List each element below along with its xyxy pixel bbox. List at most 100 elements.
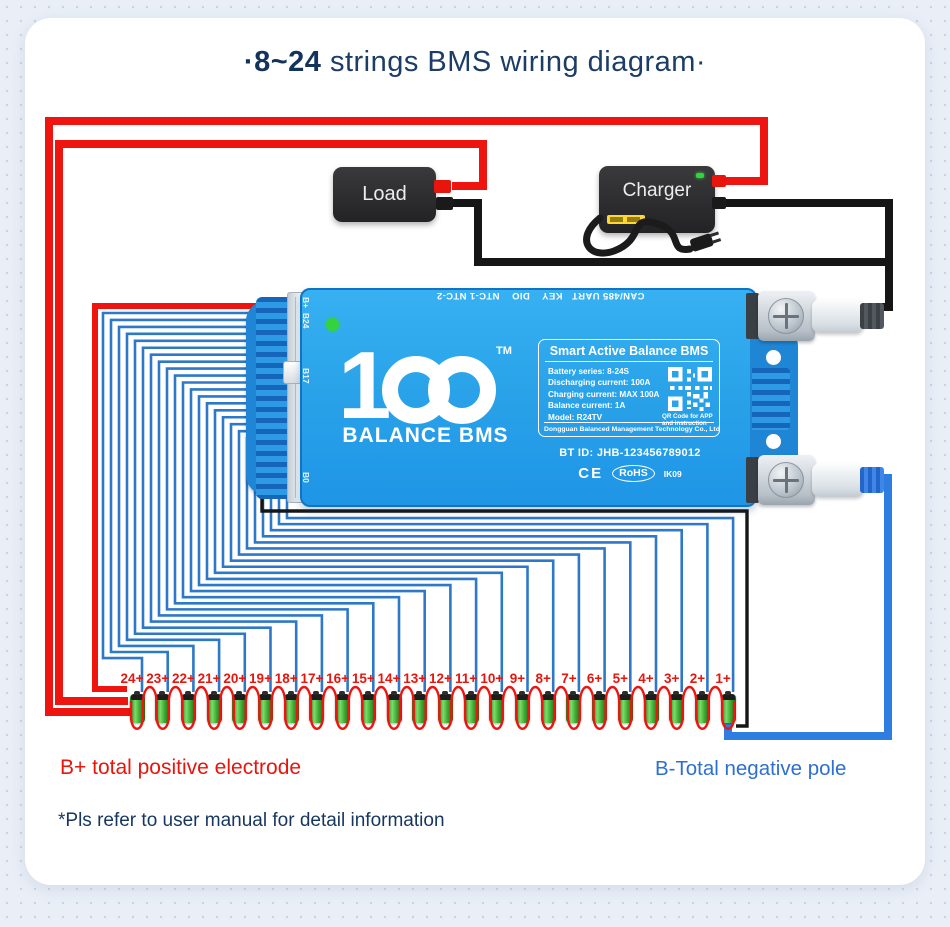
- pin-label-b24: B+ B24: [301, 297, 311, 329]
- spec-line: Balance current: 1A: [548, 401, 626, 411]
- qr-code-icon: [668, 367, 712, 411]
- manual-note: *Pls refer to user manual for detail inf…: [58, 810, 445, 831]
- cell-label: 24+: [120, 671, 144, 686]
- pminus-clamp: [746, 293, 759, 339]
- title-strings-range: ·8~24: [243, 46, 322, 78]
- battery-cell: [232, 691, 248, 723]
- pin-label-b0: B0: [301, 472, 311, 483]
- battery-cell: [515, 691, 530, 723]
- cell-label: 3+: [663, 671, 680, 686]
- spec-line: Discharging current: 100A: [548, 378, 651, 388]
- battery-cell: [360, 691, 376, 723]
- battery-cell: [386, 691, 402, 723]
- cell-label: 21+: [197, 671, 221, 686]
- cell-label: 1+: [715, 671, 731, 686]
- charger-negative-terminal: [712, 197, 726, 209]
- battery-cell: [180, 691, 196, 723]
- spec-line: Battery series: 8-24S: [548, 367, 630, 376]
- battery-cell: [206, 691, 222, 723]
- pminus-barrel: [812, 299, 864, 333]
- spec-line: Charging current: MAX 100A: [548, 389, 660, 399]
- battery-cell: [617, 691, 633, 723]
- screw-icon: [768, 298, 804, 334]
- bms-status-led: [326, 318, 339, 331]
- pin-label-b17: B17: [301, 368, 311, 384]
- spec-line: Model: R24TV: [548, 412, 603, 422]
- cell-label: 22+: [171, 671, 195, 686]
- cell-label: 19+: [249, 671, 272, 686]
- cell-label: 7+: [561, 671, 577, 686]
- charger-box: Charger: [599, 166, 715, 233]
- cell-label: 16+: [326, 671, 350, 686]
- positive-electrode-label: B+ total positive electrode: [60, 756, 302, 779]
- charger-warning-sticker: [607, 215, 645, 224]
- ik09-mark: IK09: [663, 468, 682, 479]
- battery-cell: [720, 691, 736, 723]
- bminus-clamp: [746, 457, 759, 503]
- bminus-terminal: [758, 455, 815, 505]
- qr-caption: QR Code for APP and instruction: [662, 413, 713, 427]
- cell-label: 18+: [274, 671, 298, 686]
- load-positive-terminal: [434, 180, 451, 193]
- mount-hole: [766, 434, 781, 449]
- cell-label: 6+: [586, 671, 603, 686]
- bminus-cap: [860, 467, 884, 493]
- battery-cell: [283, 691, 299, 723]
- brand-logo: 1 TM: [338, 334, 512, 426]
- cell-label: 8+: [535, 671, 551, 686]
- charger-label: Charger: [622, 180, 692, 201]
- cell-label: 2+: [689, 671, 706, 686]
- company-name: Dongguan Balanced Management Technology …: [544, 422, 720, 433]
- certification-marks: CE RoHS IK09: [540, 465, 720, 482]
- charger-positive-terminal: [712, 175, 726, 187]
- spec-panel: Smart Active Balance BMS Battery series:…: [538, 339, 720, 437]
- battery-cell: [592, 691, 608, 723]
- mount-hole: [766, 350, 781, 365]
- logo-one: 1: [338, 334, 391, 426]
- battery-cell: [566, 691, 582, 723]
- pminus-terminal: [758, 291, 815, 341]
- battery-cell: [412, 691, 428, 723]
- logo-tm: TM: [496, 345, 512, 357]
- battery-cell: [643, 691, 659, 723]
- cell-label: 11+: [455, 671, 478, 686]
- battery-cell: [155, 691, 171, 723]
- battery-cell: [463, 691, 479, 723]
- charger-led-icon: [696, 173, 704, 178]
- screw-icon: [768, 462, 804, 498]
- logo-infinity-right: [428, 356, 496, 424]
- rohs-mark-icon: RoHS: [612, 465, 655, 482]
- bms-right-heatsink: [752, 368, 790, 430]
- battery-cell: [694, 691, 710, 723]
- battery-cell: [335, 691, 351, 723]
- load-label: Load: [362, 183, 407, 205]
- cell-label: 20+: [223, 671, 247, 686]
- cell-label: 17+: [300, 671, 324, 686]
- load-box: Load: [333, 167, 436, 222]
- bms-ports-label: CAN/485 UART KEY DIO NTC-1 NTC-2: [436, 290, 645, 301]
- bt-id: BT ID: JHB-123456789012: [559, 447, 701, 459]
- battery-cell: [309, 691, 325, 723]
- negative-pole-label: B-Total negative pole: [655, 757, 847, 780]
- cell-label: 13+: [403, 671, 427, 686]
- battery-cell: [669, 691, 685, 723]
- battery-cell: [129, 691, 145, 723]
- pminus-cap: [860, 303, 884, 329]
- bminus-barrel: [812, 463, 864, 497]
- battery-cell: [258, 691, 273, 723]
- bms-left-heatsink: [256, 297, 290, 499]
- cell-label: 23+: [146, 671, 170, 686]
- battery-cell: [437, 691, 453, 723]
- cell-label: 9+: [509, 671, 526, 686]
- spec-list: Battery series: 8-24S Discharging curren…: [548, 366, 659, 423]
- cell-label: 5+: [612, 671, 628, 686]
- page-title: ·8~24 strings BMS wiring diagram·: [0, 46, 950, 79]
- load-negative-terminal: [436, 197, 453, 210]
- battery-cell: [540, 691, 556, 723]
- ce-mark-icon: CE: [578, 465, 604, 482]
- cell-label: 12+: [428, 671, 452, 686]
- title-rest: strings BMS wiring diagram·: [321, 46, 707, 78]
- battery-cell: [489, 691, 505, 723]
- brand-name: BALANCE BMS: [342, 424, 509, 447]
